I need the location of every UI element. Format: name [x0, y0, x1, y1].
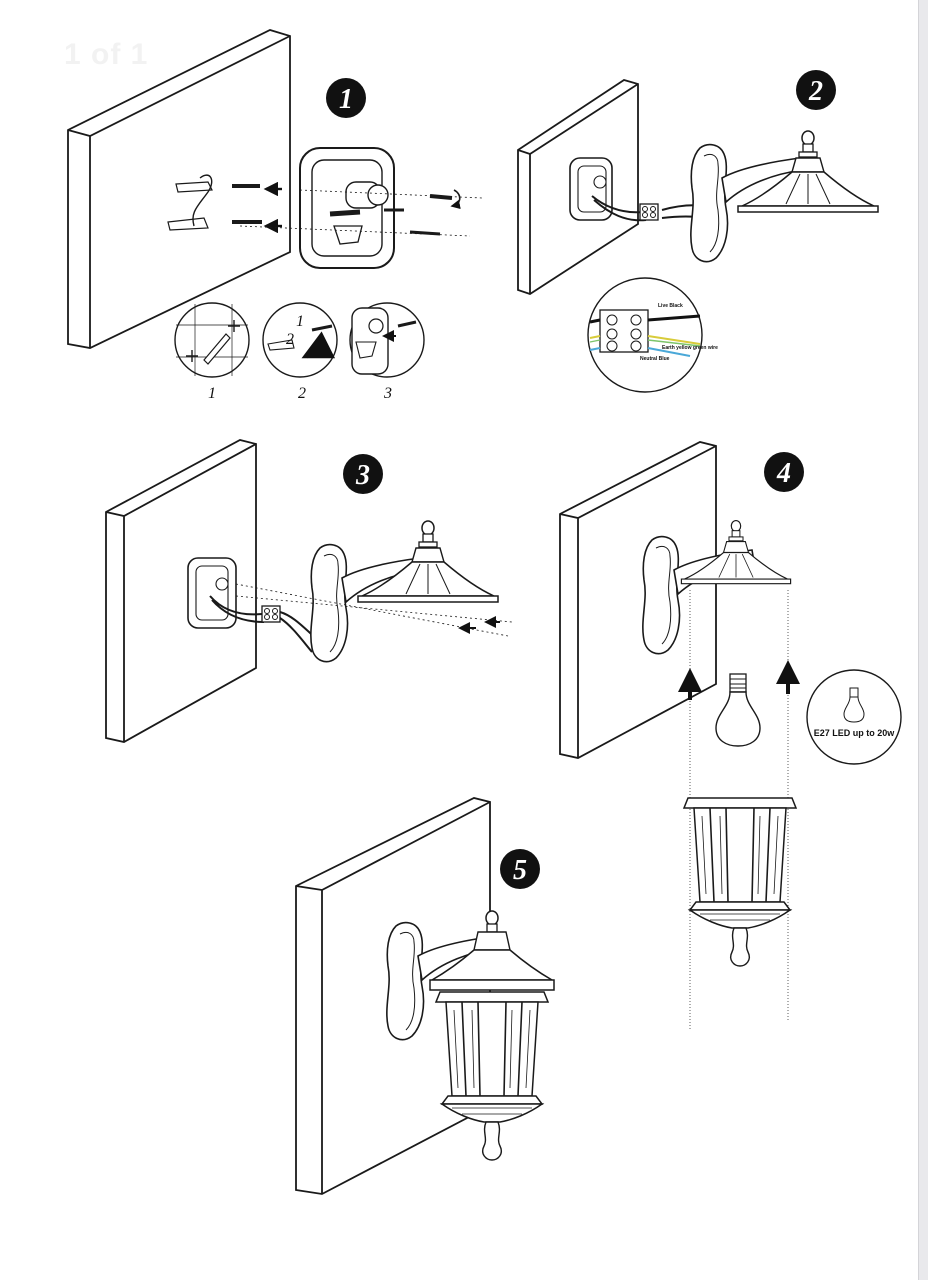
- mounting-base-plate: [187, 557, 237, 629]
- wire-label-earth: Earth yellow green wire: [662, 345, 718, 351]
- step-3-number: 3: [355, 460, 370, 491]
- detail-2-insert-plugs: 1 2: [262, 302, 338, 378]
- fixing-screws: [239, 189, 483, 237]
- detail-2-part-2-label: 2: [286, 331, 294, 348]
- bracket-screws: [235, 583, 513, 637]
- step-1-badge: 1: [326, 78, 366, 118]
- wall: [559, 441, 717, 759]
- viewer-frame-edge: [918, 0, 928, 1280]
- wire-label-live: Live Black: [658, 303, 683, 309]
- step-1-panel: 1 2 1 2 3 1: [67, 29, 483, 402]
- lamp-canopy: [357, 520, 499, 603]
- step-1-number: 1: [339, 84, 353, 115]
- step-3-badge: 3: [343, 454, 383, 494]
- wall-bracket: [310, 543, 423, 663]
- detail-1-mark-holes: [174, 302, 250, 378]
- step-2-badge: 2: [796, 70, 836, 110]
- detail-3-label: 3: [383, 385, 392, 402]
- step-4-badge: 4: [764, 452, 804, 492]
- detail-2-part-1-label: 1: [296, 313, 304, 330]
- step-2-panel: Live Black Earth yellow green wire Neutr…: [517, 70, 879, 393]
- page-indicator: 1 of 1: [64, 38, 149, 71]
- step-4-panel: E27 LED up to 20w 4: [559, 441, 902, 1030]
- bulb-spec-text: E27 LED up to 20w: [814, 728, 896, 738]
- assembled-lantern: [429, 910, 555, 1161]
- step-5-panel: 5: [295, 797, 555, 1195]
- lantern-body: [683, 797, 797, 967]
- step-5-badge: 5: [500, 849, 540, 889]
- bulb-spec-callout: E27 LED up to 20w: [806, 669, 902, 765]
- detail-3-fix-base: [349, 302, 425, 378]
- step-5-number: 5: [513, 855, 527, 886]
- mounting-base-plate: [569, 157, 613, 221]
- wiring-detail: Live Black Earth yellow green wire Neutr…: [587, 277, 718, 393]
- mounting-base-plate: [299, 147, 395, 269]
- step-3-panel: 3: [105, 439, 513, 743]
- detail-2-label: 2: [298, 385, 306, 402]
- detail-1-label: 1: [208, 385, 216, 402]
- wall-plugs-and-screws: [167, 174, 282, 234]
- wire-label-neutral: Neutral Blue: [640, 356, 670, 362]
- light-bulb: [715, 673, 761, 747]
- step-2-number: 2: [808, 76, 823, 107]
- step-4-number: 4: [776, 458, 791, 489]
- wall: [105, 439, 257, 743]
